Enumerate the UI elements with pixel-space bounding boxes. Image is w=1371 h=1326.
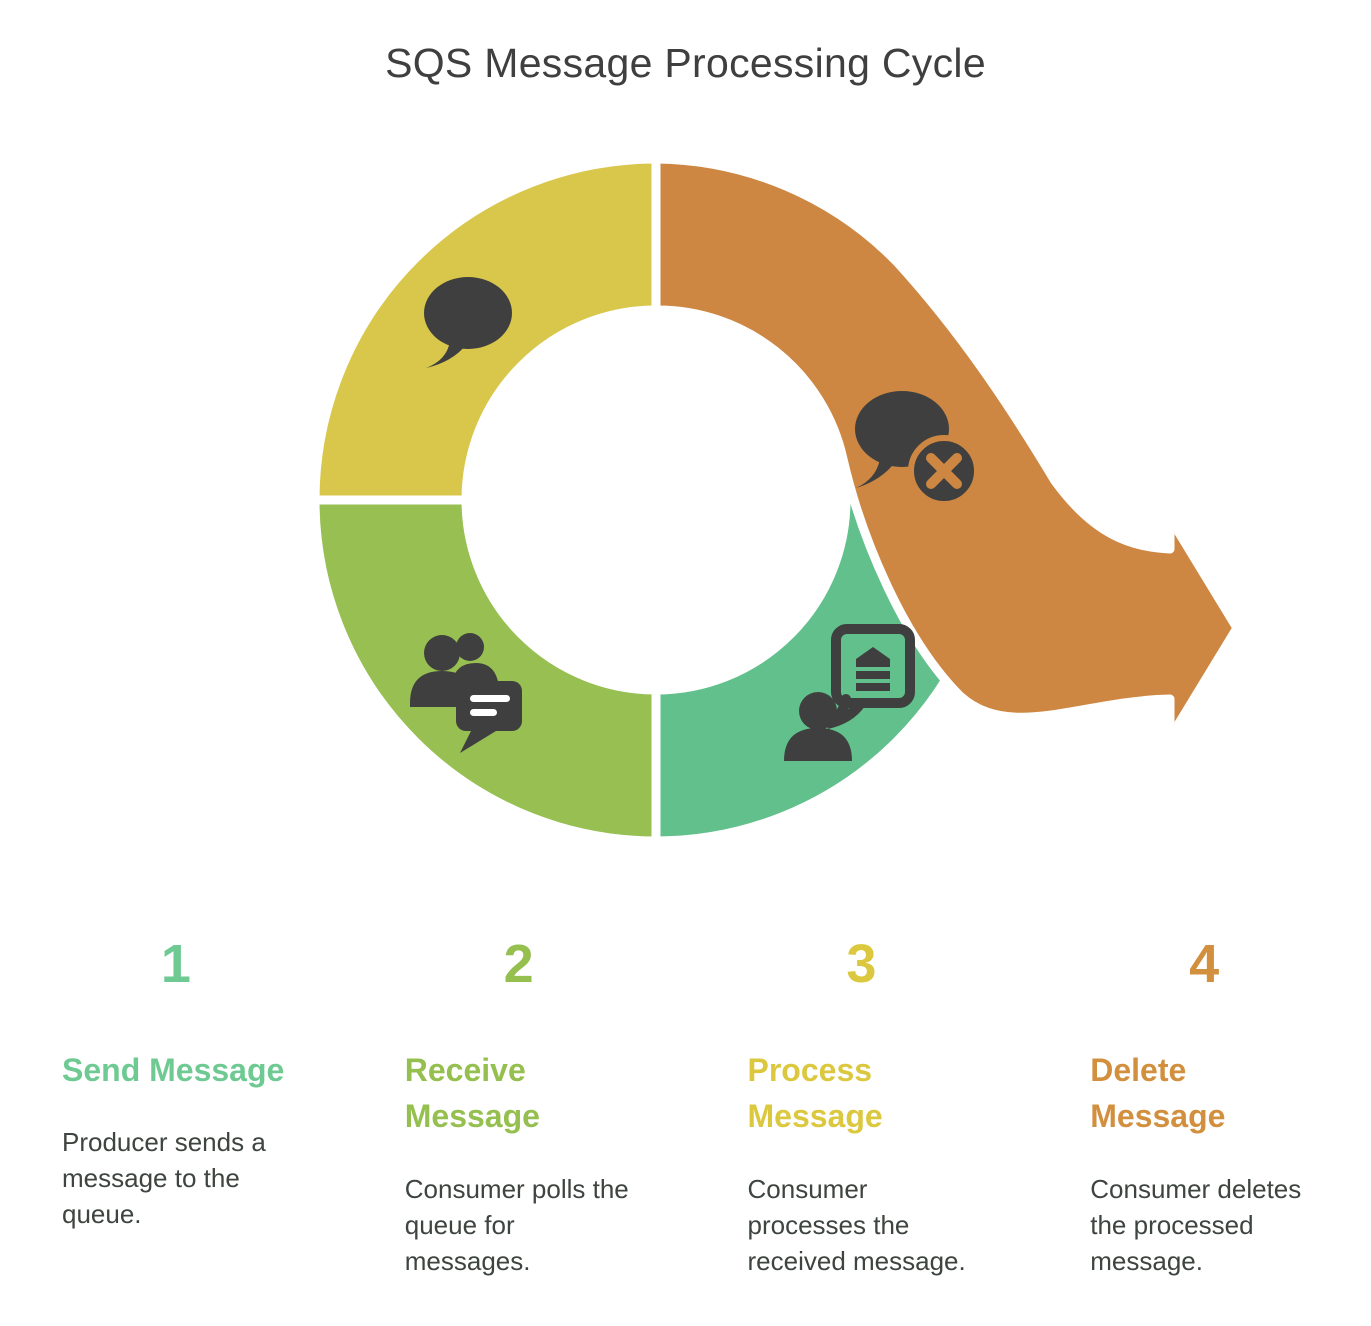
- steps-section: 1 Send Message Producer sends a message …: [0, 919, 1371, 1279]
- step-3: 3 Process Message Consumer processes the…: [686, 919, 1029, 1279]
- person-processing-icon: [784, 624, 915, 761]
- page-title: SQS Message Processing Cycle: [385, 40, 986, 86]
- group-message-icon: [410, 633, 522, 753]
- step-title: Process Message: [747, 1052, 883, 1135]
- step-description: Consumer deletes the processed message.: [1090, 1173, 1302, 1276]
- step-title: Receive Message: [404, 1052, 540, 1135]
- step-1: 1 Send Message Producer sends a message …: [0, 919, 343, 1279]
- step-description: Consumer polls the queue for messages.: [404, 1173, 629, 1276]
- step-number: 1: [160, 934, 191, 994]
- header: SQS Message Processing Cycle: [0, 0, 1371, 87]
- step-description: Consumer processes the received message.: [747, 1173, 966, 1276]
- delete-message-icon: [855, 391, 980, 507]
- step-title: Send Message: [62, 1052, 285, 1088]
- step-description: Producer sends a message to the queue.: [62, 1127, 266, 1230]
- step-4: 4 Delete Message Consumer deletes the pr…: [1028, 919, 1371, 1279]
- step-number: 3: [846, 934, 877, 994]
- chat-bubble-icon: [424, 277, 512, 368]
- step-2: 2 Receive Message Consumer polls the que…: [343, 919, 686, 1279]
- step-number: 2: [503, 934, 534, 994]
- step-number: 4: [1189, 934, 1220, 994]
- step-title: Delete Message: [1090, 1052, 1226, 1135]
- cycle-diagram: [310, 154, 1242, 846]
